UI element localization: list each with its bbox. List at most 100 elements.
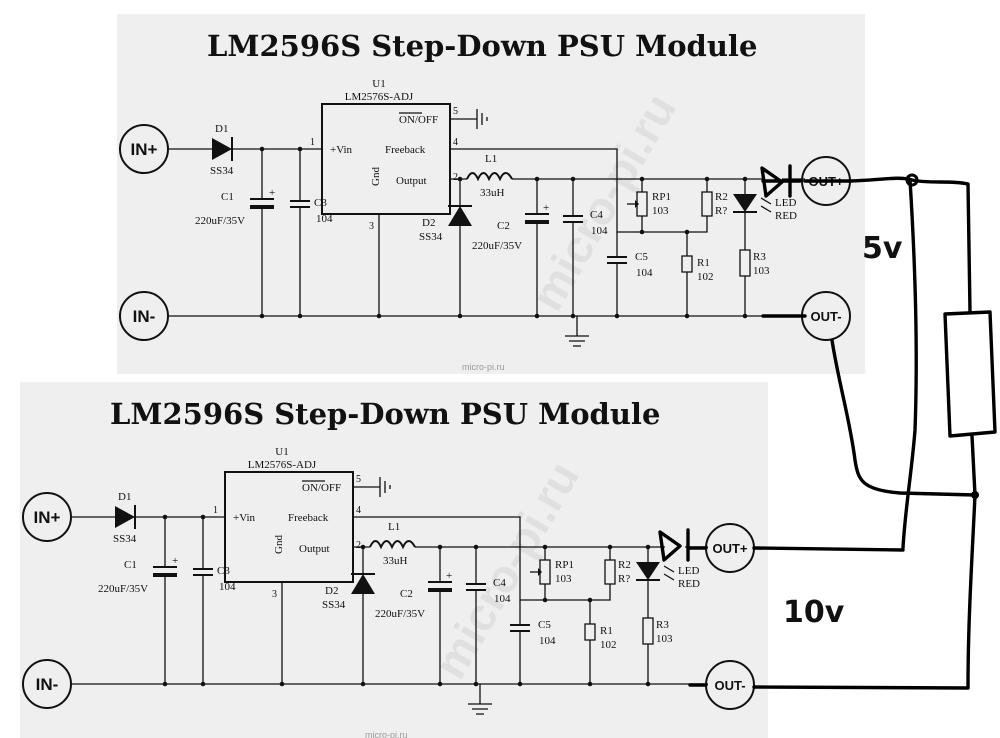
l1-value: 33uH [480,187,505,199]
r2-resistor-symbol [604,559,616,585]
c5-ref: C5 [538,619,551,631]
d2-diode-symbol [351,573,375,594]
d1-diode-symbol [212,137,233,161]
schematic-title: LM2596S Step-Down PSU Module [207,29,757,63]
u1-pin4-num: 4 [453,137,458,148]
u1-pin-feedback: Freeback [288,512,329,524]
u1-pin2-num: 2 [356,540,361,551]
r3-resistor-symbol [739,249,751,277]
r3-ref: R3 [753,251,766,263]
l1-ref: L1 [388,521,400,533]
r3-value: 103 [753,265,770,277]
schematic-title: LM2596S Step-Down PSU Module [110,397,660,431]
c3-capacitor-symbol [193,568,213,576]
u1-ref: U1 [372,78,385,90]
l1-value: 33uH [383,555,408,567]
in-minus-label: IN- [36,675,59,694]
svg-text:+: + [172,555,178,567]
handwritten-diode-bottom [658,528,690,562]
d1-diode-symbol [115,505,136,529]
rp1-ref: RP1 [555,559,574,571]
u1-pin-output: Output [396,175,427,187]
in-plus-label: IN+ [34,508,61,527]
bottom-out-minus-label: OUT- [714,678,745,693]
c4-ref: C4 [590,209,603,221]
c2-ref: C2 [400,588,413,600]
feedback-wire [450,148,642,233]
r1-resistor-symbol [584,623,596,641]
c1-ref: C1 [221,191,234,203]
c3-ref: C3 [217,565,230,577]
l1-inductor-symbol [466,172,513,182]
handwritten-node-top [905,173,919,187]
u1-pin-vin: +Vin [330,144,353,156]
svg-text:+: + [446,570,452,582]
u1-pin-feedback: Freeback [385,144,426,156]
u1-pin-gnd: Gnd [273,535,285,554]
c3-value: 104 [219,581,236,593]
d1-value: SS34 [113,533,137,545]
rp1-ref: RP1 [652,191,671,203]
c5-ref: C5 [635,251,648,263]
u1-pin1-num: 1 [310,137,315,148]
u1-ic-body [224,471,354,583]
c2-capacitor-symbol: + [525,202,549,224]
led-label-1: LED [775,197,796,209]
r3-ref: R3 [656,619,669,631]
u1-pin5-num: 5 [453,106,458,117]
u1-pin-onoff: ON/OFF [399,114,438,126]
c1-capacitor-symbol: + [153,555,178,577]
handwritten-voltage-top: 5v [862,231,903,266]
led-symbol [636,562,675,581]
r2-value: R? [618,573,630,585]
d1-value: SS34 [210,165,234,177]
c4-capacitor-symbol [563,215,583,223]
top-out-minus-label: OUT- [810,309,841,324]
u1-pin2-num: 2 [453,172,458,183]
c2-value: 220uF/35V [472,240,522,252]
d1-ref: D1 [118,491,131,503]
r1-value: 102 [697,271,714,283]
panel-background [20,382,768,738]
r1-ref: R1 [697,257,710,269]
c3-value: 104 [316,213,333,225]
led-label-1: LED [678,565,699,577]
l1-ref: L1 [485,153,497,165]
u1-pin1-num: 1 [213,505,218,516]
d2-ref: D2 [325,585,338,597]
c2-value: 220uF/35V [375,608,425,620]
c5-capacitor-symbol [510,624,530,632]
d2-diode-symbol [448,205,472,226]
d2-ref: D2 [422,217,435,229]
u1-pin3-num: 3 [272,589,277,600]
small-watermark: micro-pi.ru [365,730,408,738]
schematic-panel-bottom: micro-pi.ru LM2596S Step-Down PSU Module… [20,382,768,738]
r1-value: 102 [600,639,617,651]
c2-capacitor-symbol: + [428,570,452,592]
u1-pin-vin: +Vin [233,512,256,524]
d2-value: SS34 [322,599,346,611]
u1-ic-body [321,103,451,215]
c4-value: 104 [494,593,511,605]
c1-value: 220uF/35V [98,583,148,595]
led-symbol [733,194,772,213]
u1-pin-gnd: Gnd [370,167,382,186]
feedback-wire [353,516,545,601]
small-watermark: micro-pi.ru [462,362,505,372]
c5-capacitor-symbol [607,256,627,264]
l1-inductor-symbol [369,540,416,550]
u1-pin3-num: 3 [369,221,374,232]
handwritten-voltage-bottom: 10v [783,595,845,630]
c3-capacitor-symbol [290,200,310,208]
u1-pin4-num: 4 [356,505,361,516]
r3-resistor-symbol [642,617,654,645]
c3-ref: C3 [314,197,327,209]
c1-ref: C1 [124,559,137,571]
r1-ref: R1 [600,625,613,637]
led-label-2: RED [678,578,700,590]
u1-pin5-num: 5 [356,474,361,485]
r1-resistor-symbol [681,255,693,273]
svg-text:+: + [543,202,549,214]
c4-capacitor-symbol [466,583,486,591]
